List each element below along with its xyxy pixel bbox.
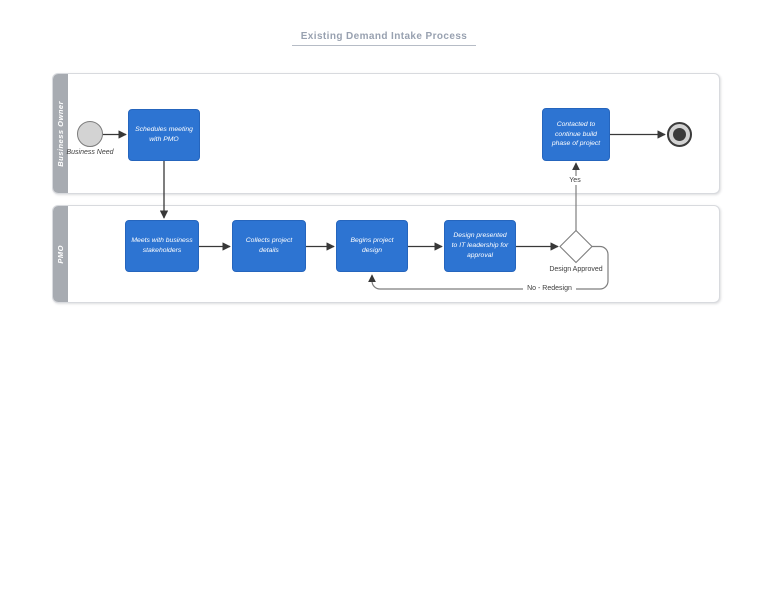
task-contacted-continue-build: Contacted to continue build phase of pro… — [542, 108, 610, 161]
gateway-label: Design Approved — [549, 266, 603, 273]
start-event-label: Business Need — [66, 149, 114, 156]
lane-pmo-label: PMO — [56, 244, 65, 264]
start-event-circle — [77, 121, 103, 147]
edge-label-yes: Yes — [563, 176, 587, 186]
lane-pmo-bar: PMO — [53, 206, 68, 302]
page-title: Existing Demand Intake Process — [291, 31, 477, 46]
end-event-core — [673, 128, 686, 141]
task-begins-design: Begins project design — [336, 220, 408, 272]
task-design-presented: Design presented to IT leadership for ap… — [444, 220, 516, 272]
lane-business-owner-bar: Business Owner — [53, 74, 68, 193]
lane-business-owner-label: Business Owner — [56, 100, 65, 167]
task-schedules-meeting: Schedules meeting with PMO — [128, 109, 200, 161]
title-container: Existing Demand Intake Process — [0, 26, 768, 46]
edge-label-no-redesign: No - Redesign — [523, 284, 576, 294]
task-meets-stakeholders: Meets with business stakeholders — [125, 220, 199, 272]
task-collects-details: Collects project details — [232, 220, 306, 272]
end-event-circle — [667, 122, 692, 147]
